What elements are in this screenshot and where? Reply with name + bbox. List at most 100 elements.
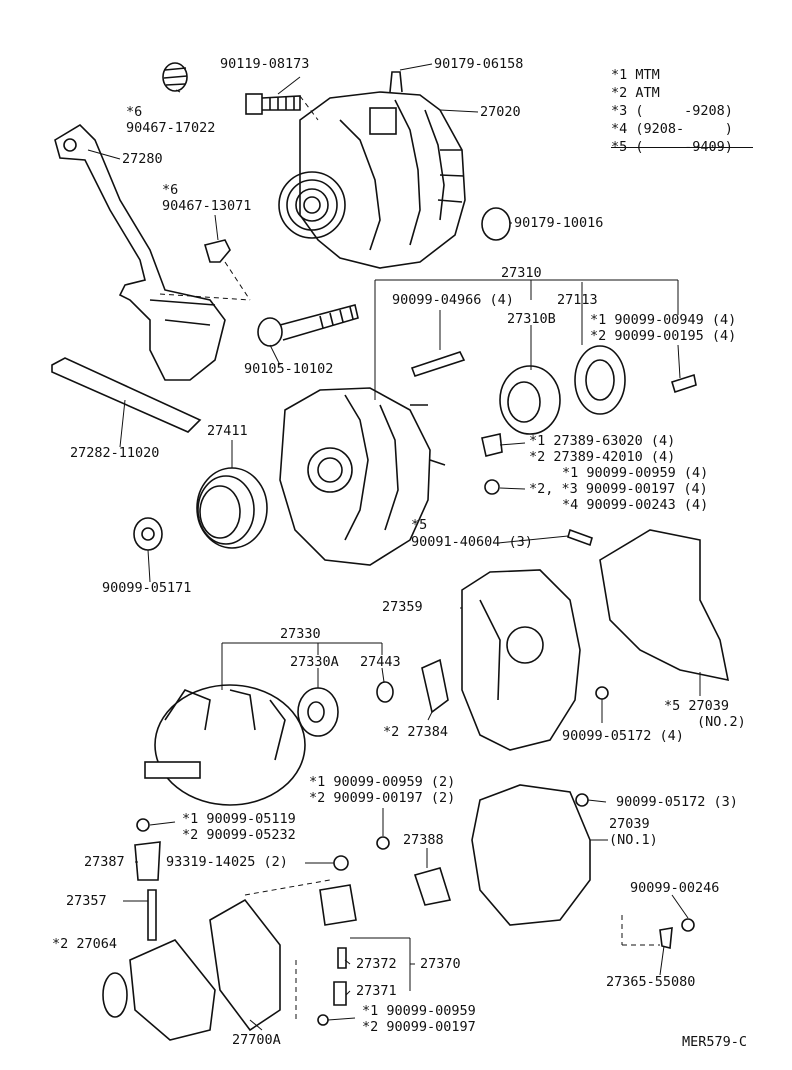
part-label: 90099-05172 (3) — [616, 794, 738, 810]
legend-mark: *2 — [611, 85, 628, 101]
screw-group-c-drawing — [317, 1014, 329, 1026]
holder-27388-drawing — [413, 867, 452, 906]
legend-text: ATM — [635, 85, 660, 101]
part-label: *5 — [411, 517, 428, 533]
legend-row-3: *3 ( -9208) — [611, 102, 753, 120]
part-label: 90119-08173 — [220, 56, 310, 72]
part-label: *1 90099-00959 — [362, 1003, 476, 1019]
cover-27039-no1-drawing — [471, 784, 591, 926]
part-label: 27443 — [360, 654, 401, 670]
alternator-assembly-drawing — [278, 71, 466, 269]
bearing-27330a-drawing — [297, 687, 339, 737]
part-label: 27310B — [507, 311, 556, 327]
part-label: *1 90099-00959 (4) — [562, 465, 709, 481]
part-label: 90099-00246 — [630, 880, 720, 896]
part-label: 27330 — [280, 626, 321, 642]
part-label: 27357 — [66, 893, 107, 909]
part-label: 90467-13071 — [162, 198, 252, 214]
part-label: *5 27039 — [664, 698, 730, 714]
screw-90099-00949-drawing — [671, 373, 697, 394]
bracket-27280-drawing — [54, 123, 226, 381]
nut-05119-drawing — [136, 818, 150, 832]
legend-text: ( -9208) — [635, 103, 733, 119]
part-label: 27371 — [356, 983, 397, 999]
clip-90467-13071-drawing — [203, 239, 231, 263]
part-label: 90099-04966 (4) — [392, 292, 514, 308]
nut-90467-17022-drawing — [162, 62, 188, 92]
pulley-27411-drawing — [196, 467, 268, 549]
legend-row-2: *2 ATM — [611, 84, 753, 102]
legend-mark: *3 — [611, 103, 628, 119]
screw-group-b-drawing — [376, 836, 390, 850]
part-label: *6 — [162, 182, 179, 198]
retainer-27113-drawing — [574, 345, 626, 415]
rectifier-27357-drawing — [129, 889, 216, 1041]
part-label: 27330A — [290, 654, 339, 670]
part-label: 27280 — [122, 151, 163, 167]
part-label: 90099-05171 — [102, 580, 192, 596]
legend-text: MTM — [635, 67, 660, 83]
part-label: 27113 — [557, 292, 598, 308]
legend-row-1: *1 MTM — [611, 66, 753, 84]
part-label: 90099-05172 (4) — [562, 728, 684, 744]
diagram-code: MER579-C — [682, 1034, 748, 1050]
part-label: 27365-55080 — [606, 974, 696, 990]
nut-90099-05172-4-drawing — [595, 686, 609, 700]
part-label: *2 90099-00197 (2) — [309, 790, 456, 806]
insulator-27387-drawing — [134, 841, 161, 881]
nut-90099-05171-drawing — [133, 517, 163, 551]
part-label: 27282-11020 — [70, 445, 160, 461]
brush-holder-27370-drawing — [319, 884, 357, 1006]
part-label: 90091-40604 (3) — [411, 534, 533, 550]
part-label: 90467-17022 — [126, 120, 216, 136]
nut-90099-05172-3-drawing — [575, 793, 589, 807]
washer-27389-drawing — [481, 433, 503, 457]
part-label: *6 — [126, 104, 143, 120]
legend-mark: *4 — [611, 121, 628, 137]
bearing-27310b-drawing — [499, 365, 561, 435]
part-label: *1 90099-00959 (2) — [309, 774, 456, 790]
screw-90099-04966-drawing — [410, 351, 466, 377]
part-label: *1 27389-63020 (4) — [529, 433, 676, 449]
part-label: 27310 — [501, 265, 542, 281]
legend-text: (9208- ) — [635, 121, 733, 137]
legend: *1 MTM *2 ATM *3 ( -9208) *4 (9208- ) *5… — [611, 66, 753, 156]
part-label: 27388 — [403, 832, 444, 848]
legend-underline — [611, 147, 753, 148]
part-label: (NO.1) — [609, 832, 658, 848]
part-label: *1 90099-00949 (4) — [590, 312, 737, 328]
part-label: *2 90099-00197 — [362, 1019, 476, 1035]
part-label: 27387 — [84, 854, 125, 870]
part-label: 27020 — [480, 104, 521, 120]
part-label: *2 27389-42010 (4) — [529, 449, 676, 465]
part-label: *2 90099-00195 (4) — [590, 328, 737, 344]
legend-mark: *1 — [611, 67, 628, 83]
cover-27443-drawing — [376, 681, 394, 703]
part-label: 90105-10102 — [244, 361, 334, 377]
rectifier-end-frame-27359-drawing — [461, 569, 581, 751]
part-label: *1 90099-05119 — [182, 811, 296, 827]
bolt-90105-10102-drawing — [257, 304, 359, 347]
part-label: 27359 — [382, 599, 423, 615]
legend-row-4: *4 (9208- ) — [611, 120, 753, 138]
regulator-27700a-drawing — [209, 898, 281, 1032]
part-label: *2 27384 — [383, 724, 449, 740]
part-label: *2, *3 90099-00197 (4) — [529, 481, 708, 497]
part-label: 27411 — [207, 423, 248, 439]
part-label: 93319-14025 (2) — [166, 854, 288, 870]
part-label: 27370 — [420, 956, 461, 972]
part-label: 27700A — [232, 1032, 281, 1048]
cover-27039-no2-drawing — [599, 529, 730, 682]
part-label: (NO.2) — [697, 714, 746, 730]
dashed-assembly-lines — [159, 95, 660, 1020]
ring-27384-drawing — [421, 658, 449, 714]
part-label: *2 90099-05232 — [182, 827, 296, 843]
part-label: *4 90099-00243 (4) — [562, 497, 709, 513]
rotor-27330-drawing — [144, 684, 306, 806]
screw-90091-40604-drawing — [567, 528, 593, 547]
cap-90179-10016-drawing — [481, 207, 511, 241]
bolt-90119-drawing — [245, 93, 301, 115]
screw-90099-00959-drawing — [484, 479, 500, 495]
